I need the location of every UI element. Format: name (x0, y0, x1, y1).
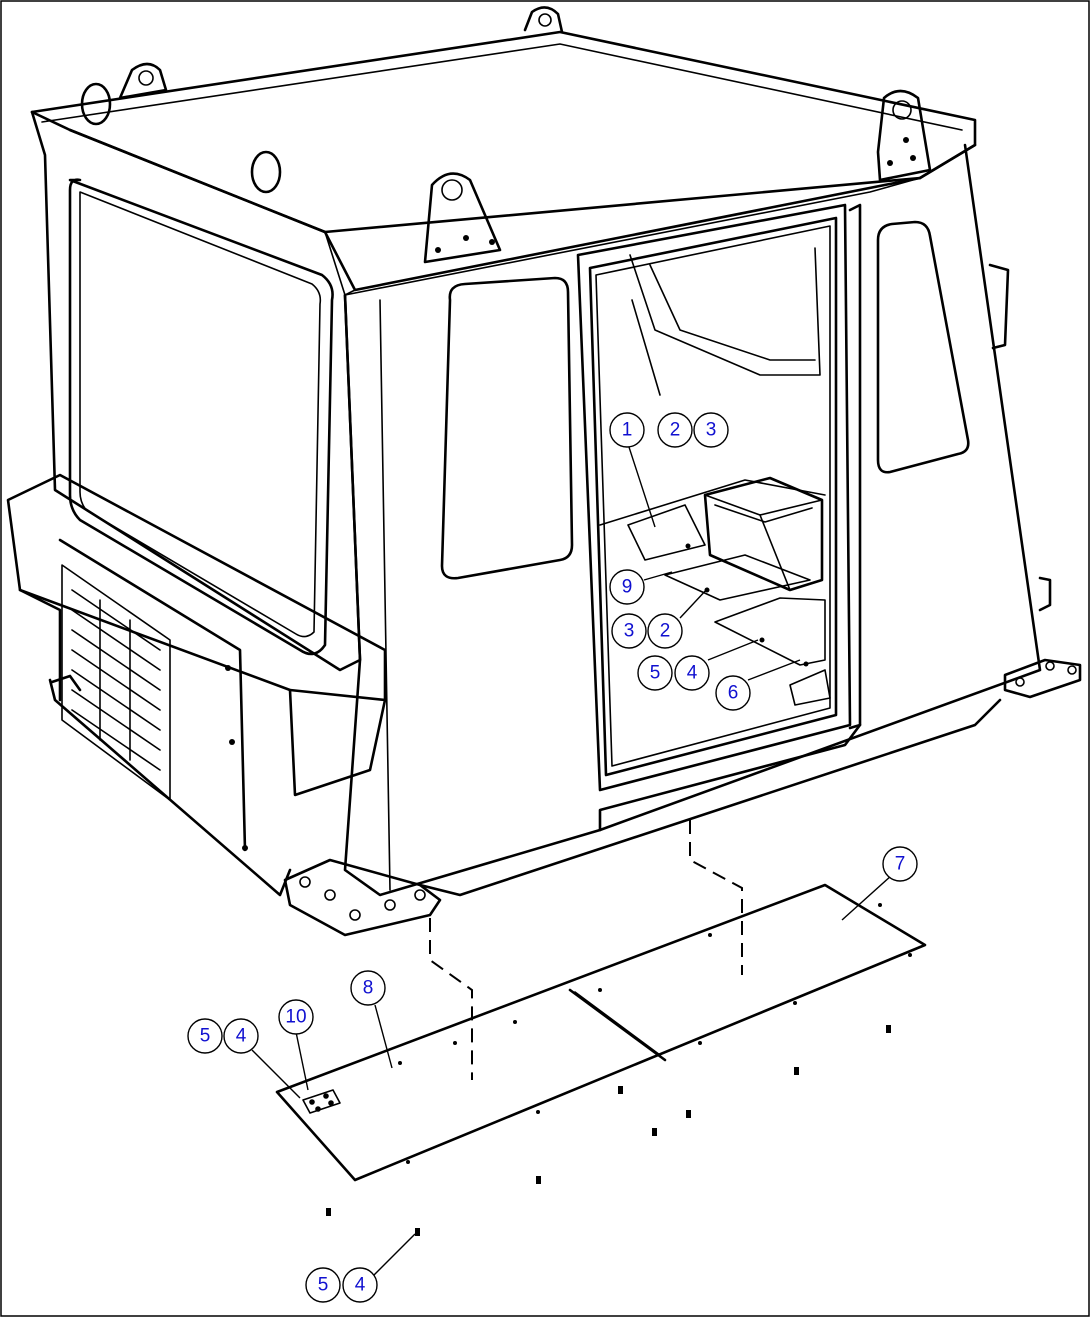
callout-5: 5 (637, 655, 673, 691)
callout-4: 4 (342, 1267, 378, 1303)
callout-3: 3 (611, 613, 647, 649)
callout-label: 3 (706, 420, 717, 441)
callout-label: 4 (355, 1275, 366, 1296)
callout-label: 7 (895, 854, 906, 875)
callout-label: 2 (660, 621, 671, 642)
callout-8: 8 (350, 970, 386, 1006)
callout-label: 4 (687, 663, 698, 684)
callout-label: 3 (624, 621, 635, 642)
callout-label: 5 (650, 663, 661, 684)
callout-2: 2 (647, 613, 683, 649)
leader-lines (251, 443, 893, 1276)
mounting-bolts (326, 1025, 891, 1236)
callout-label: 4 (236, 1026, 247, 1047)
callout-label: 5 (200, 1026, 211, 1047)
callout-1: 1 (609, 412, 645, 448)
callout-5: 5 (187, 1018, 223, 1054)
callout-7: 7 (882, 846, 918, 882)
callout-label: 2 (670, 420, 681, 441)
callout-label: 8 (363, 978, 374, 999)
floor-plates (275, 883, 927, 1182)
callout-9: 9 (609, 569, 645, 605)
alignment-lines (429, 820, 743, 1080)
callout-5: 5 (305, 1267, 341, 1303)
callout-label: 6 (728, 683, 739, 704)
callout-4: 4 (223, 1018, 259, 1054)
callout-label: 5 (318, 1275, 329, 1296)
callout-2: 2 (657, 412, 693, 448)
callout-6: 6 (715, 675, 751, 711)
operator-cab (6, 6, 1082, 937)
callout-label: 10 (285, 1007, 306, 1028)
callout-label: 1 (622, 420, 633, 441)
callout-3: 3 (693, 412, 729, 448)
callout-10: 10 (278, 999, 314, 1035)
callout-4: 4 (674, 655, 710, 691)
callout-label: 9 (622, 577, 633, 598)
